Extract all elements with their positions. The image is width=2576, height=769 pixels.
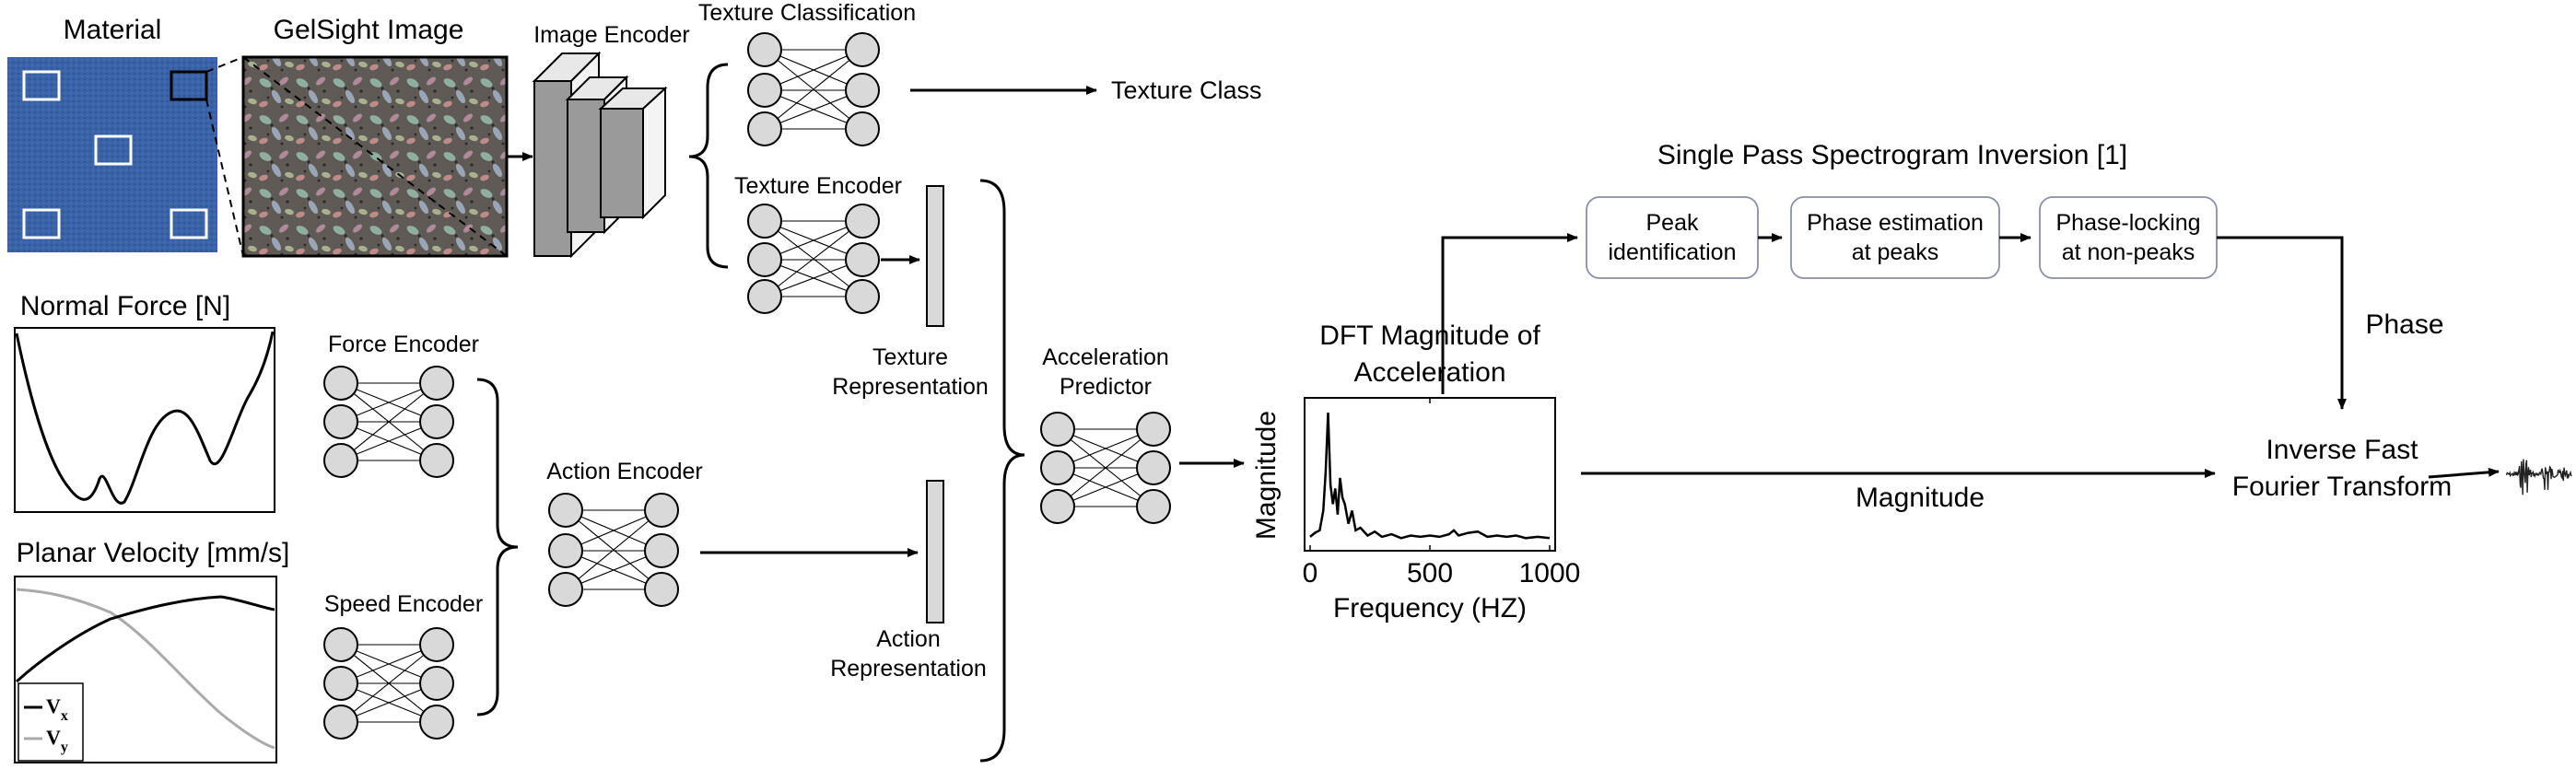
action-encoder-network [548, 493, 679, 607]
texture-encoder-network [747, 204, 880, 314]
node-out-2 [644, 572, 679, 607]
magnitude-label: Magnitude [1856, 483, 1985, 513]
legend-vy-base: V [46, 726, 61, 749]
node-out-2 [845, 279, 880, 314]
node-in-1 [1040, 450, 1075, 485]
ifft-label-1: Inverse Fast [2266, 435, 2418, 465]
acceleration-predictor-label-1: Acceleration [1042, 344, 1169, 370]
node-out-2 [419, 443, 454, 478]
node-out-1 [845, 242, 880, 277]
acceleration-predictor-network [1040, 412, 1171, 524]
legend-vx-sub: x [61, 708, 68, 724]
node-out-1 [419, 404, 454, 439]
dft-plot-frame [1304, 397, 1556, 552]
node-in-0 [1040, 412, 1075, 447]
node-out-2 [845, 111, 880, 146]
texture-class-label: Texture Class [1111, 76, 1262, 104]
node-in-2 [323, 443, 358, 478]
ifft-label-2: Fourier Transform [2232, 472, 2452, 502]
node-out-0 [845, 32, 880, 67]
dft-xlabel: Frequency (HZ) [1333, 593, 1527, 623]
dft-magnitude-series [1309, 412, 1551, 540]
node-out-2 [419, 705, 454, 740]
material-image [7, 57, 217, 252]
node-in-2 [747, 111, 782, 146]
force-encoder-label: Force Encoder [328, 332, 479, 357]
node-in-2 [323, 705, 358, 740]
node-out-0 [644, 493, 679, 528]
node-out-1 [419, 666, 454, 701]
node-out-2 [1136, 489, 1171, 524]
texture-encoder-label: Texture Encoder [734, 173, 902, 199]
node-out-0 [845, 204, 880, 239]
node-in-2 [1040, 489, 1075, 524]
node-out-1 [845, 73, 880, 108]
output-waveform [2505, 459, 2572, 495]
dft-ylabel: Magnitude [1251, 411, 1282, 540]
node-in-1 [548, 533, 583, 568]
spsi-title: Single Pass Spectrogram Inversion [1] [1657, 140, 2127, 170]
texture-classification-network [747, 32, 880, 146]
image-encoder-label: Image Encoder [533, 22, 690, 48]
node-out-0 [419, 627, 454, 662]
action-encoder-label: Action Encoder [546, 459, 703, 484]
dft-title-1: DFT Magnitude of [1319, 320, 1540, 351]
dft-xtick-label: 1000 [1519, 558, 1581, 588]
normal-force-label: Normal Force [N] [20, 291, 230, 321]
image-encoder-stack [532, 51, 668, 259]
dft-title-2: Acceleration [1353, 357, 1505, 388]
texture-representation-bar [926, 185, 944, 327]
texture-classification-label: Texture Classification [698, 0, 916, 26]
node-in-1 [323, 666, 358, 701]
node-in-0 [323, 627, 358, 662]
phase-locking-label-2: at non-peaks [2062, 239, 2195, 265]
dft-xtick-label: 500 [1407, 558, 1453, 588]
material-label: Material [64, 15, 162, 45]
dft-chart: 0 500 1000 [1303, 397, 1581, 588]
node-in-0 [747, 32, 782, 67]
node-in-1 [323, 404, 358, 439]
force-encoder-network [323, 366, 454, 478]
phase-estimation-label-1: Phase estimation [1807, 210, 1984, 236]
speed-encoder-network [323, 627, 454, 740]
legend-vy-sub: y [61, 740, 68, 755]
peak-identification-label-2: identification [1609, 239, 1737, 265]
gelsight-image [241, 55, 509, 258]
node-out-1 [1136, 450, 1171, 485]
planar-velocity-label: Planar Velocity [mm/s] [17, 538, 290, 568]
phase-estimation-label-2: at peaks [1852, 239, 1939, 265]
speed-encoder-label: Speed Encoder [324, 591, 483, 617]
phase-locking-label-1: Phase-locking [2055, 210, 2200, 236]
node-in-1 [747, 73, 782, 108]
node-in-1 [747, 242, 782, 277]
velocity-legend [18, 682, 84, 762]
dft-xtick-label: 0 [1303, 558, 1318, 588]
node-in-0 [747, 204, 782, 239]
phase-label: Phase [2365, 309, 2443, 340]
action-representation-label-2: Representation [830, 656, 987, 682]
node-out-0 [419, 366, 454, 401]
texture-representation-label-2: Representation [832, 374, 989, 400]
node-in-2 [548, 572, 583, 607]
node-in-2 [747, 279, 782, 314]
node-out-1 [644, 533, 679, 568]
action-representation-bar [926, 480, 944, 623]
node-in-0 [323, 366, 358, 401]
node-in-0 [548, 493, 583, 528]
acceleration-predictor-label-2: Predictor [1060, 374, 1152, 400]
peak-identification-label-1: Peak [1646, 210, 1699, 236]
gelsight-label: GelSight Image [274, 15, 464, 45]
legend-vx-base: V [46, 694, 61, 717]
node-out-0 [1136, 412, 1171, 447]
texture-representation-label-1: Texture [872, 344, 948, 370]
svg-text:Vx: Vx [46, 694, 68, 724]
action-representation-label-1: Action [876, 626, 940, 652]
normal-force-plot [14, 327, 275, 513]
planar-velocity-plot: Vx Vy [14, 576, 277, 763]
svg-text:Vy: Vy [46, 726, 68, 755]
